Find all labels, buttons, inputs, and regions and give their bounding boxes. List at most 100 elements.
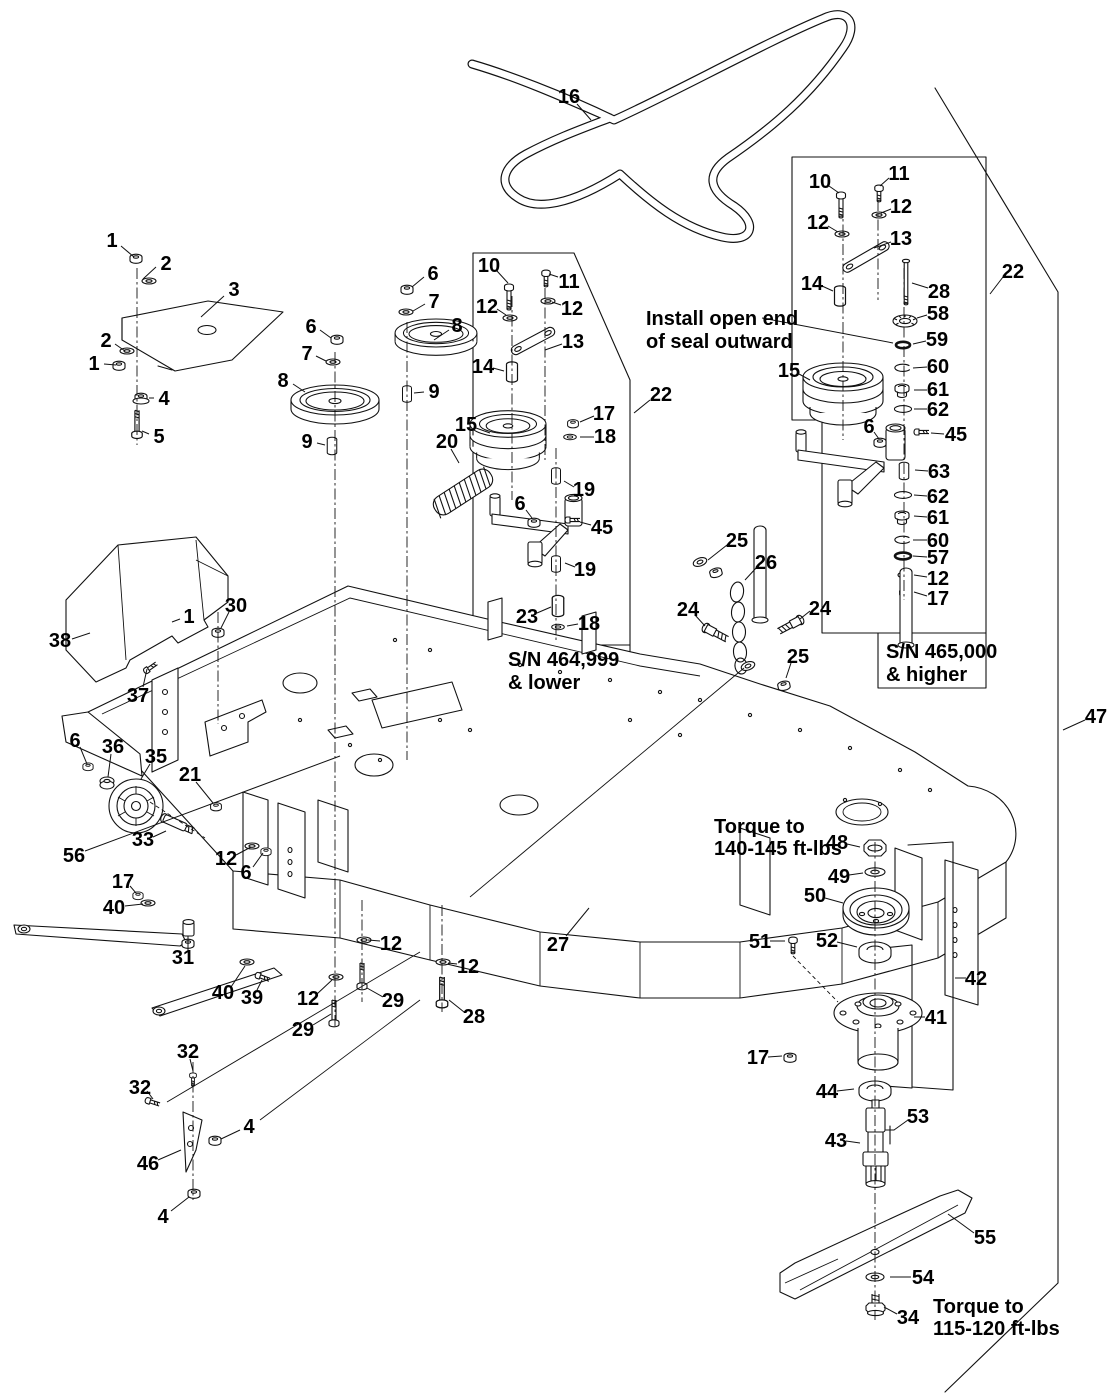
callout-34: 34 <box>897 1307 920 1329</box>
gauge-wheel <box>82 762 206 839</box>
callout-32: 32 <box>129 1077 151 1099</box>
callout-14: 14 <box>801 273 824 295</box>
callout-leader-9 <box>413 391 425 394</box>
callout-leader-12 <box>551 301 562 306</box>
callout-41: 41 <box>925 1007 947 1029</box>
torque-spindle-line2: 140-145 ft-lbs <box>714 838 842 860</box>
callout-leader-34 <box>883 1306 898 1315</box>
mower-deck <box>61 525 1017 1006</box>
callout-12: 12 <box>476 296 498 318</box>
callout-leader-6 <box>525 509 533 519</box>
callout-leader-12 <box>880 208 892 214</box>
callout-leader-11 <box>879 177 890 187</box>
callout-7: 7 <box>428 291 439 313</box>
callout-22: 22 <box>1002 261 1024 283</box>
callout-2: 2 <box>100 330 111 352</box>
callout-51: 51 <box>749 931 771 953</box>
callout-leader-32 <box>189 1058 194 1072</box>
callout-leader-63 <box>914 469 929 472</box>
bolt <box>777 614 805 635</box>
callout-50: 50 <box>804 885 826 907</box>
callout-20: 20 <box>436 431 458 453</box>
callout-leader-19 <box>563 480 575 488</box>
callout-21: 21 <box>179 764 201 786</box>
callout-57: 57 <box>927 547 949 569</box>
callout-60: 60 <box>927 356 949 378</box>
callout-leader-8 <box>292 383 306 393</box>
callout-leader-39 <box>256 979 263 991</box>
callout-leader-17 <box>579 415 595 423</box>
callout-28: 28 <box>928 281 950 303</box>
callout-2: 2 <box>160 253 171 275</box>
callout-15: 15 <box>455 414 477 436</box>
callout-leader-2 <box>114 343 126 352</box>
callout-leader-57 <box>912 555 928 558</box>
callout-45: 45 <box>591 517 613 539</box>
callout-leader-47 <box>1062 719 1086 731</box>
callout-22: 22 <box>650 384 672 406</box>
callout-leader-28 <box>448 999 465 1013</box>
blade-bolt <box>865 1294 886 1317</box>
spindle-assembly <box>783 839 954 1188</box>
callout-leader-10 <box>828 185 840 194</box>
deck-pulleys <box>290 284 478 456</box>
callout-leader-8 <box>433 329 450 341</box>
idler-link <box>510 326 556 356</box>
callout-leader-32 <box>146 1090 154 1100</box>
callout-leader-58 <box>916 314 928 319</box>
callout-leader-10 <box>496 270 509 284</box>
callout-17: 17 <box>112 871 134 893</box>
callout-leader-20 <box>450 448 460 464</box>
callout-leader-45 <box>930 432 945 435</box>
callout-leader-62 <box>913 494 928 497</box>
sn-lower-line1: S/N 464,999 <box>508 649 619 671</box>
callout-leader-27 <box>565 907 590 937</box>
callout-63: 63 <box>928 461 950 483</box>
nut <box>112 360 126 371</box>
callout-leader-24 <box>799 610 811 620</box>
callout-leader-11 <box>548 273 559 278</box>
callout-leader-45 <box>579 521 592 526</box>
callout-leader-40 <box>124 903 144 907</box>
deck-holes <box>297 637 933 807</box>
bearing-lower <box>858 1080 892 1102</box>
callout-leader-6 <box>79 746 88 765</box>
callout-leader-43 <box>845 1140 861 1144</box>
callout-leader-44 <box>836 1088 855 1092</box>
spindle-housing <box>833 992 923 1071</box>
callout-12: 12 <box>215 848 237 870</box>
spindle-pulley <box>842 887 910 936</box>
callout-46: 46 <box>137 1153 159 1175</box>
callout-leader-35 <box>140 763 151 780</box>
callout-leader-14 <box>492 367 505 372</box>
callout-38: 38 <box>49 630 71 652</box>
callout-leader-5 <box>141 430 150 435</box>
callout-leader-50 <box>824 897 844 904</box>
callout-10: 10 <box>809 171 831 193</box>
callout-leader-38 <box>71 632 91 640</box>
callout-23: 23 <box>516 606 538 628</box>
callout-leader-22 <box>989 276 1004 295</box>
callout-leader-22 <box>633 399 651 414</box>
callout-17: 17 <box>593 403 615 425</box>
drive-belt <box>467 10 856 243</box>
callout-9: 9 <box>301 431 312 453</box>
callout-43: 43 <box>825 1130 847 1152</box>
callout-62: 62 <box>927 399 949 421</box>
idler-arm <box>489 493 583 568</box>
callout-17: 17 <box>747 1047 769 1069</box>
callout-leader-24 <box>694 614 706 627</box>
torque-blade-line2: 115-120 ft-lbs <box>933 1318 1060 1340</box>
callout-44: 44 <box>816 1081 839 1103</box>
callout-35: 35 <box>145 746 167 768</box>
callout-leader-29 <box>312 1013 332 1026</box>
callout-leader-53 <box>893 1119 909 1131</box>
long-bolt <box>901 258 911 306</box>
callout-leader-60 <box>912 366 928 369</box>
callout-leader-40 <box>230 965 246 988</box>
callout-1: 1 <box>183 606 194 628</box>
callout-leader-15 <box>798 373 811 381</box>
callout-leader-12 <box>447 962 458 965</box>
callout-19: 19 <box>574 559 596 581</box>
callout-4: 4 <box>243 1116 255 1138</box>
